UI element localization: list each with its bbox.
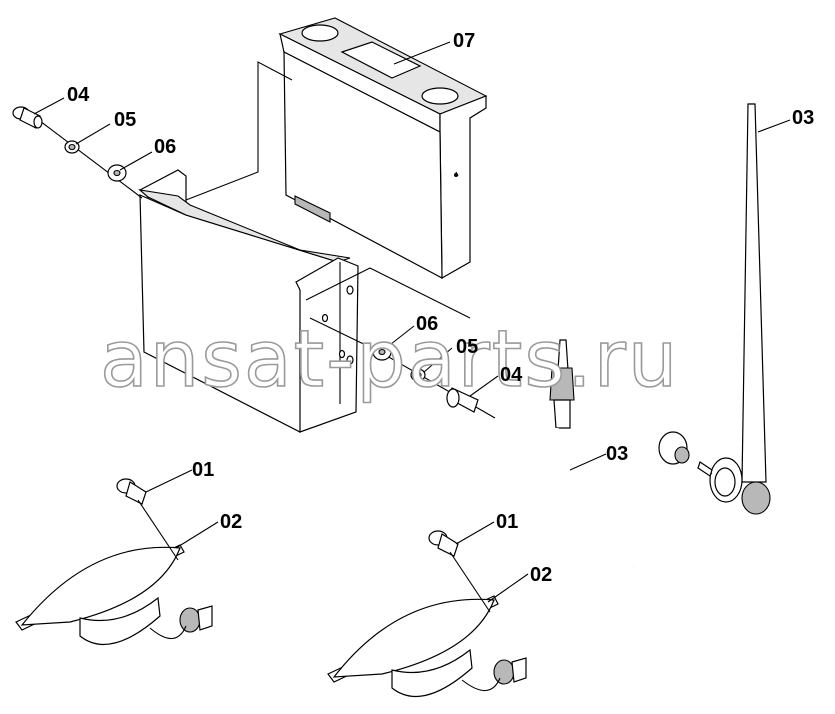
antenna-cable[interactable] [549, 339, 690, 569]
callout-06-lower[interactable]: 06 [416, 313, 438, 335]
callout-03-cable[interactable]: 03 [606, 443, 628, 465]
radio-unit[interactable] [278, 17, 488, 280]
callout-04-lower[interactable]: 04 [500, 364, 523, 386]
callout-04-upper[interactable]: 04 [67, 84, 90, 106]
callout-07[interactable]: 07 [453, 30, 475, 52]
screw-04-upper[interactable] [12, 106, 43, 129]
screw-01-left[interactable] [116, 478, 147, 505]
callout-01-right[interactable]: 01 [496, 511, 518, 533]
speaker-right[interactable] [327, 595, 527, 697]
leader-lines [33, 41, 791, 613]
flat-washer-06-upper[interactable] [107, 164, 127, 182]
callout-01-left[interactable]: 01 [192, 459, 214, 481]
callout-02-right[interactable]: 02 [530, 564, 552, 586]
lock-washer-05-lower[interactable] [410, 368, 426, 382]
callout-06-upper[interactable]: 06 [154, 136, 176, 158]
mounting-bracket[interactable] [138, 169, 359, 433]
lock-washer-05-upper[interactable] [64, 140, 80, 154]
callout-05-lower[interactable]: 05 [456, 336, 478, 358]
screw-04-lower[interactable] [446, 387, 479, 413]
callout-05-upper[interactable]: 05 [114, 109, 136, 131]
antenna-mast[interactable] [697, 103, 771, 515]
screw-01-right[interactable] [428, 530, 459, 557]
speaker-left[interactable] [15, 544, 213, 645]
watermark-text: ansat-parts.ru [100, 315, 679, 405]
callout-02-left[interactable]: 02 [220, 511, 242, 533]
callout-03-antenna[interactable]: 03 [792, 107, 814, 129]
